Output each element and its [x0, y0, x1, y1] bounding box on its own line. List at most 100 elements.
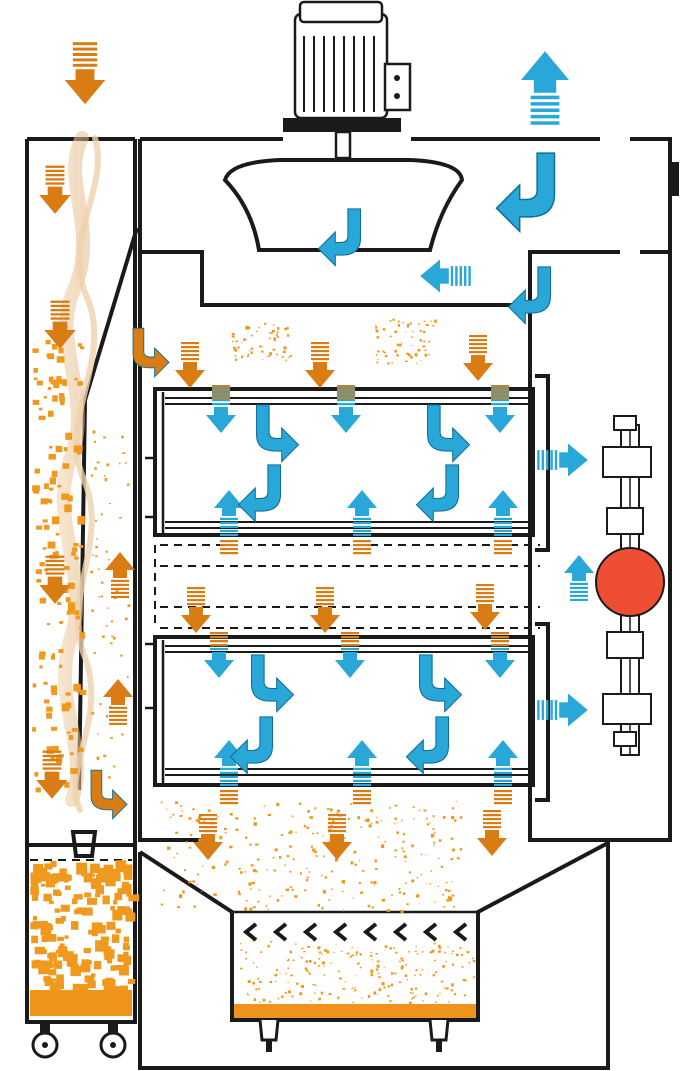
dust-particle [45, 340, 51, 345]
dust-particle [232, 341, 234, 343]
dust-particle [48, 487, 54, 491]
dust-particle [396, 343, 399, 347]
dust-particle [182, 890, 185, 894]
dust-particle [91, 474, 94, 477]
dust-particle [276, 802, 280, 807]
dust-particle [121, 885, 128, 890]
orange-stripe [491, 393, 509, 396]
dust-particle [286, 959, 289, 962]
dust-particle [99, 703, 102, 706]
dust-particle [42, 874, 54, 882]
dust-particle [411, 879, 415, 883]
dust-particle [76, 907, 87, 915]
dust-particle [55, 949, 61, 954]
dust-particle [103, 949, 113, 957]
dust-particle [414, 987, 418, 990]
dust-particle [389, 947, 392, 950]
dust-particle [304, 951, 306, 952]
dust-particle [118, 957, 125, 962]
dust-particle [402, 892, 406, 895]
dust-particle [304, 967, 308, 970]
dust-particle [357, 962, 360, 965]
dust-particle [354, 989, 357, 992]
dust-particle [97, 867, 107, 878]
dust-particle [371, 959, 374, 961]
dust-particle [291, 815, 294, 817]
dust-particle [30, 886, 39, 895]
orange-stripe [491, 636, 509, 639]
dust-particle [281, 895, 283, 897]
dust-particle [229, 813, 233, 816]
dust-particle [67, 731, 71, 734]
dust-particle [123, 871, 133, 880]
orange-stripe [491, 644, 509, 647]
dust-particle [59, 621, 64, 624]
dust-particle [424, 353, 428, 357]
dust-particle [344, 981, 346, 983]
dust-particle [276, 331, 279, 334]
blue-curved-arrow-icon [426, 404, 471, 463]
dust-particle [285, 972, 287, 975]
dust-particle [65, 597, 71, 603]
dust-particle [294, 895, 298, 898]
dust-particle [342, 909, 345, 912]
dust-particle [391, 894, 393, 896]
dust-particle [100, 513, 103, 516]
dust-particle [383, 351, 386, 354]
orange-curved-arrow-icon [90, 769, 128, 820]
dust-particle [118, 964, 129, 976]
orange-curved-arrow-icon [132, 327, 170, 378]
dust-particle [452, 906, 456, 908]
dust-particle [241, 342, 243, 343]
dust-particle [166, 808, 168, 810]
dust-particle [120, 985, 129, 991]
blue-arrow-icon [564, 555, 594, 601]
dust-particle [105, 715, 109, 718]
dust-particle [377, 350, 380, 353]
dust-particle [48, 499, 53, 504]
dust-particle [448, 889, 451, 892]
blue-arrow-icon [485, 387, 515, 433]
dust-particle [87, 897, 97, 905]
orange-stripe [210, 636, 228, 639]
dust-particle [306, 970, 309, 973]
dust-particle [367, 904, 371, 908]
blue-arrow-icon [537, 693, 588, 727]
dust-particle [41, 935, 49, 943]
dust-particle [105, 878, 116, 887]
dust-particle [362, 870, 365, 872]
dust-particle [311, 848, 316, 852]
dust-particle [188, 817, 192, 820]
dust-particle [430, 870, 433, 872]
dust-particle [339, 977, 342, 980]
dust-particle [250, 888, 252, 890]
dust-particle [309, 960, 312, 963]
dust-particle [406, 325, 409, 328]
dust-particle [370, 954, 373, 957]
dust-particle [68, 608, 74, 614]
dust-particle [466, 951, 470, 954]
dust-particle [258, 327, 261, 329]
dust-particle [50, 655, 55, 660]
dust-particle [116, 916, 122, 921]
dust-particle [96, 874, 105, 882]
dust-particle [298, 802, 302, 805]
dust-particle [47, 386, 52, 390]
dust-particle [412, 806, 415, 808]
dust-particle [241, 355, 243, 356]
orange-stripe [494, 798, 512, 801]
dust-particle [272, 348, 276, 351]
dust-particle [90, 863, 100, 874]
dust-particle [375, 821, 379, 824]
dust-particle [324, 949, 327, 952]
dust-particle [342, 988, 346, 990]
dust-particle [127, 979, 136, 984]
dust-particle [58, 874, 70, 882]
blue-curved-arrow-icon [255, 404, 300, 463]
dust-particle [392, 318, 395, 321]
dust-particle [287, 967, 290, 969]
dust-particle [255, 843, 259, 846]
dust-particle [410, 345, 413, 346]
dust-particle [438, 950, 441, 953]
dust-particle [124, 617, 128, 621]
